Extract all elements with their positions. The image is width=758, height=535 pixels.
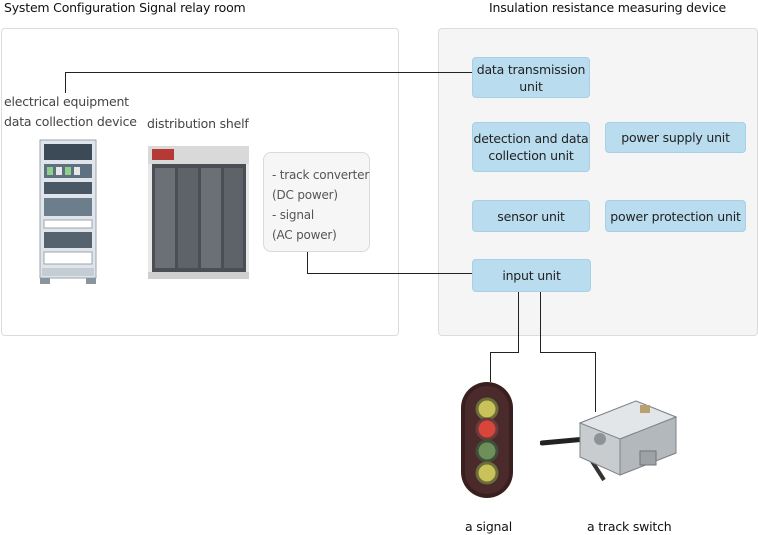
connector-input-to-signal-h — [490, 352, 519, 353]
detection-line2: collection unit — [488, 148, 574, 163]
sensor-unit: sensor unit — [472, 200, 590, 232]
relay-room-title: System Configuration Signal relay room — [4, 0, 246, 15]
signal-lamp-1 — [475, 397, 499, 421]
note-line-ac-power: (AC power) — [272, 228, 337, 242]
input-unit: input unit — [472, 259, 591, 292]
connector-input-to-switch-v2 — [595, 352, 596, 412]
connector-input-to-switch-v1 — [540, 292, 541, 352]
signal-lamp-3 — [475, 439, 499, 463]
shelf-label: distribution shelf — [147, 116, 249, 131]
connector-input-to-signal-v1 — [518, 292, 519, 352]
equipment-label-line1: electrical equipment — [4, 94, 129, 109]
connector-equipment-to-transmission-v — [65, 72, 66, 93]
distribution-shelf-image — [148, 146, 249, 279]
data-transmission-line1: data transmission — [476, 61, 586, 77]
connector-equipment-to-transmission-h — [65, 72, 472, 73]
track-switch-caption: a track switch — [587, 519, 672, 534]
power-protection-unit: power protection unit — [605, 200, 746, 232]
connector-input-to-switch-h — [540, 352, 596, 353]
equipment-rack-image — [39, 139, 97, 284]
equipment-label: electrical equipment data collection dev… — [4, 92, 137, 132]
power-note-box: - track converter (DC power) - signal (A… — [263, 152, 370, 252]
power-supply-unit: power supply unit — [605, 122, 746, 153]
device-title: Insulation resistance measuring device — [489, 0, 727, 15]
equipment-label-line2: data collection device — [4, 114, 137, 129]
connector-input-to-signal-v2 — [490, 352, 491, 382]
signal-caption: a signal — [465, 519, 513, 534]
signal-lamp-2 — [475, 417, 499, 441]
note-line-track-converter: - track converter — [272, 168, 370, 182]
connector-note-to-input-h — [307, 273, 472, 274]
track-switch-image — [540, 400, 678, 482]
signal-lamp-4 — [475, 461, 499, 485]
detection-line1: detection and data — [473, 131, 589, 146]
note-line-dc-power: (DC power) — [272, 188, 338, 202]
connector-note-to-input-v — [307, 252, 308, 273]
detection-collection-unit: detection and data collection unit — [472, 122, 590, 172]
data-transmission-unit: data transmission unit — [472, 57, 590, 98]
note-line-signal: - signal — [272, 208, 315, 222]
data-transmission-line2: unit — [519, 78, 543, 94]
signal-image — [461, 382, 513, 498]
